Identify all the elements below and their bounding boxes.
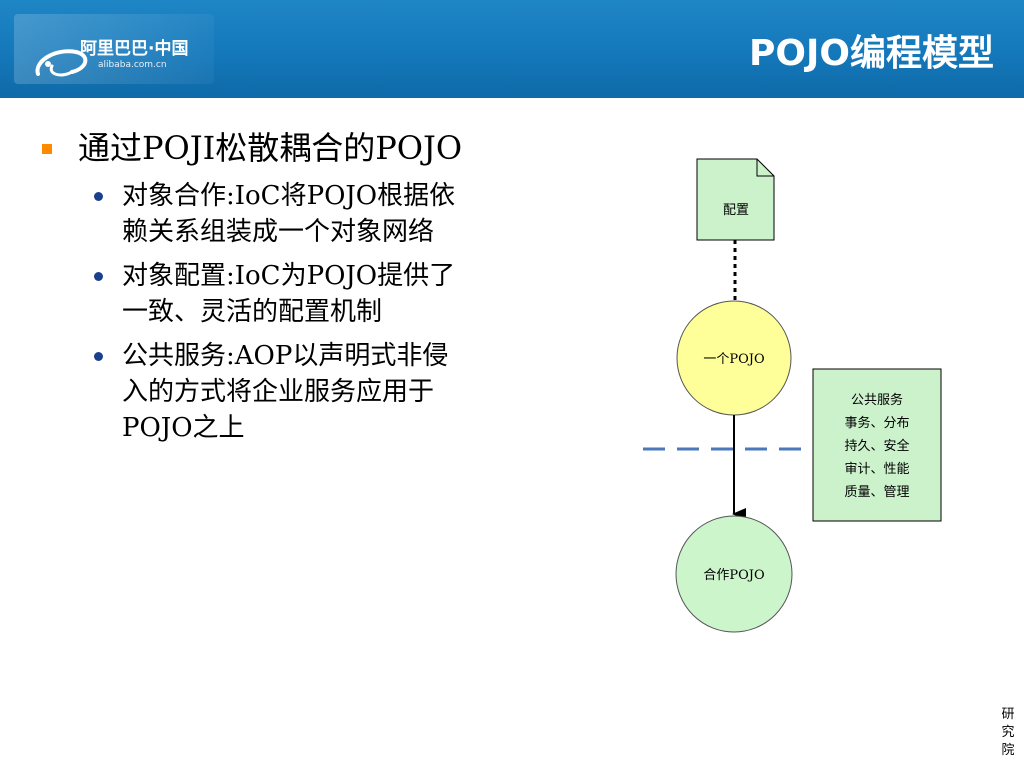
services-line: 事务、分布 — [844, 415, 909, 431]
bullet-sub-text: 公共服务:AOP以声明式非侵 入的方式将企业服务应用于 POJO之上 — [122, 341, 449, 443]
footer-char: 研 — [1001, 707, 1015, 722]
services-line: 质量、管理 — [844, 485, 909, 500]
bullet-sub: 对象配置:IoC为POJO提供了 一致、灵活的配置机制 — [40, 258, 560, 330]
dot-bullet-icon — [94, 352, 103, 361]
bullet-list: 通过POJI松散耦合的POJO 对象合作:IoC将POJO根据依 赖关系组装成一… — [40, 126, 560, 446]
config-document-shape — [696, 158, 775, 241]
bullet-sub-text: 对象配置:IoC为POJO提供了 一致、灵活的配置机制 — [122, 261, 456, 327]
logo-name-cn: 阿里巴巴·中国 — [80, 39, 189, 59]
services-line: 审计、性能 — [844, 462, 909, 477]
services-line: 公共服务 — [851, 392, 903, 408]
header-bar: 阿里巴巴·中国 alibaba.com.cn POJO编程模型 — [0, 0, 1024, 98]
footer-char: 院 — [1001, 743, 1015, 758]
services-box — [812, 368, 942, 522]
config-label: 配置 — [723, 203, 749, 218]
slide-title: POJO编程模型 — [749, 33, 994, 74]
alibaba-logo — [14, 14, 214, 84]
footer-vertical-text: 研 究 院 — [1000, 706, 1016, 760]
bullet-sub: 公共服务:AOP以声明式非侵 入的方式将企业服务应用于 POJO之上 — [40, 338, 560, 446]
document-fold — [756, 159, 774, 177]
dot-bullet-icon — [94, 192, 103, 201]
logo-domain: alibaba.com.cn — [98, 60, 167, 70]
services-line: 持久、安全 — [844, 438, 909, 454]
bullet-main-text: 通过POJI松散耦合的POJO — [78, 129, 463, 167]
bullet-sub-text: 对象合作:IoC将POJO根据依 赖关系组装成一个对象网络 — [122, 181, 456, 247]
pojo-label: 一个POJO — [703, 352, 764, 367]
bullet-sub: 对象合作:IoC将POJO根据依 赖关系组装成一个对象网络 — [40, 178, 560, 250]
square-bullet-icon — [42, 144, 52, 154]
collaborating-pojo-label: 合作POJO — [703, 568, 764, 583]
dot-bullet-icon — [94, 272, 103, 281]
alibaba-swirl-icon — [35, 49, 88, 77]
footer-char: 究 — [1001, 725, 1015, 740]
bullet-main: 通过POJI松散耦合的POJO — [40, 126, 560, 170]
collaborating-pojo-circle — [675, 515, 793, 633]
